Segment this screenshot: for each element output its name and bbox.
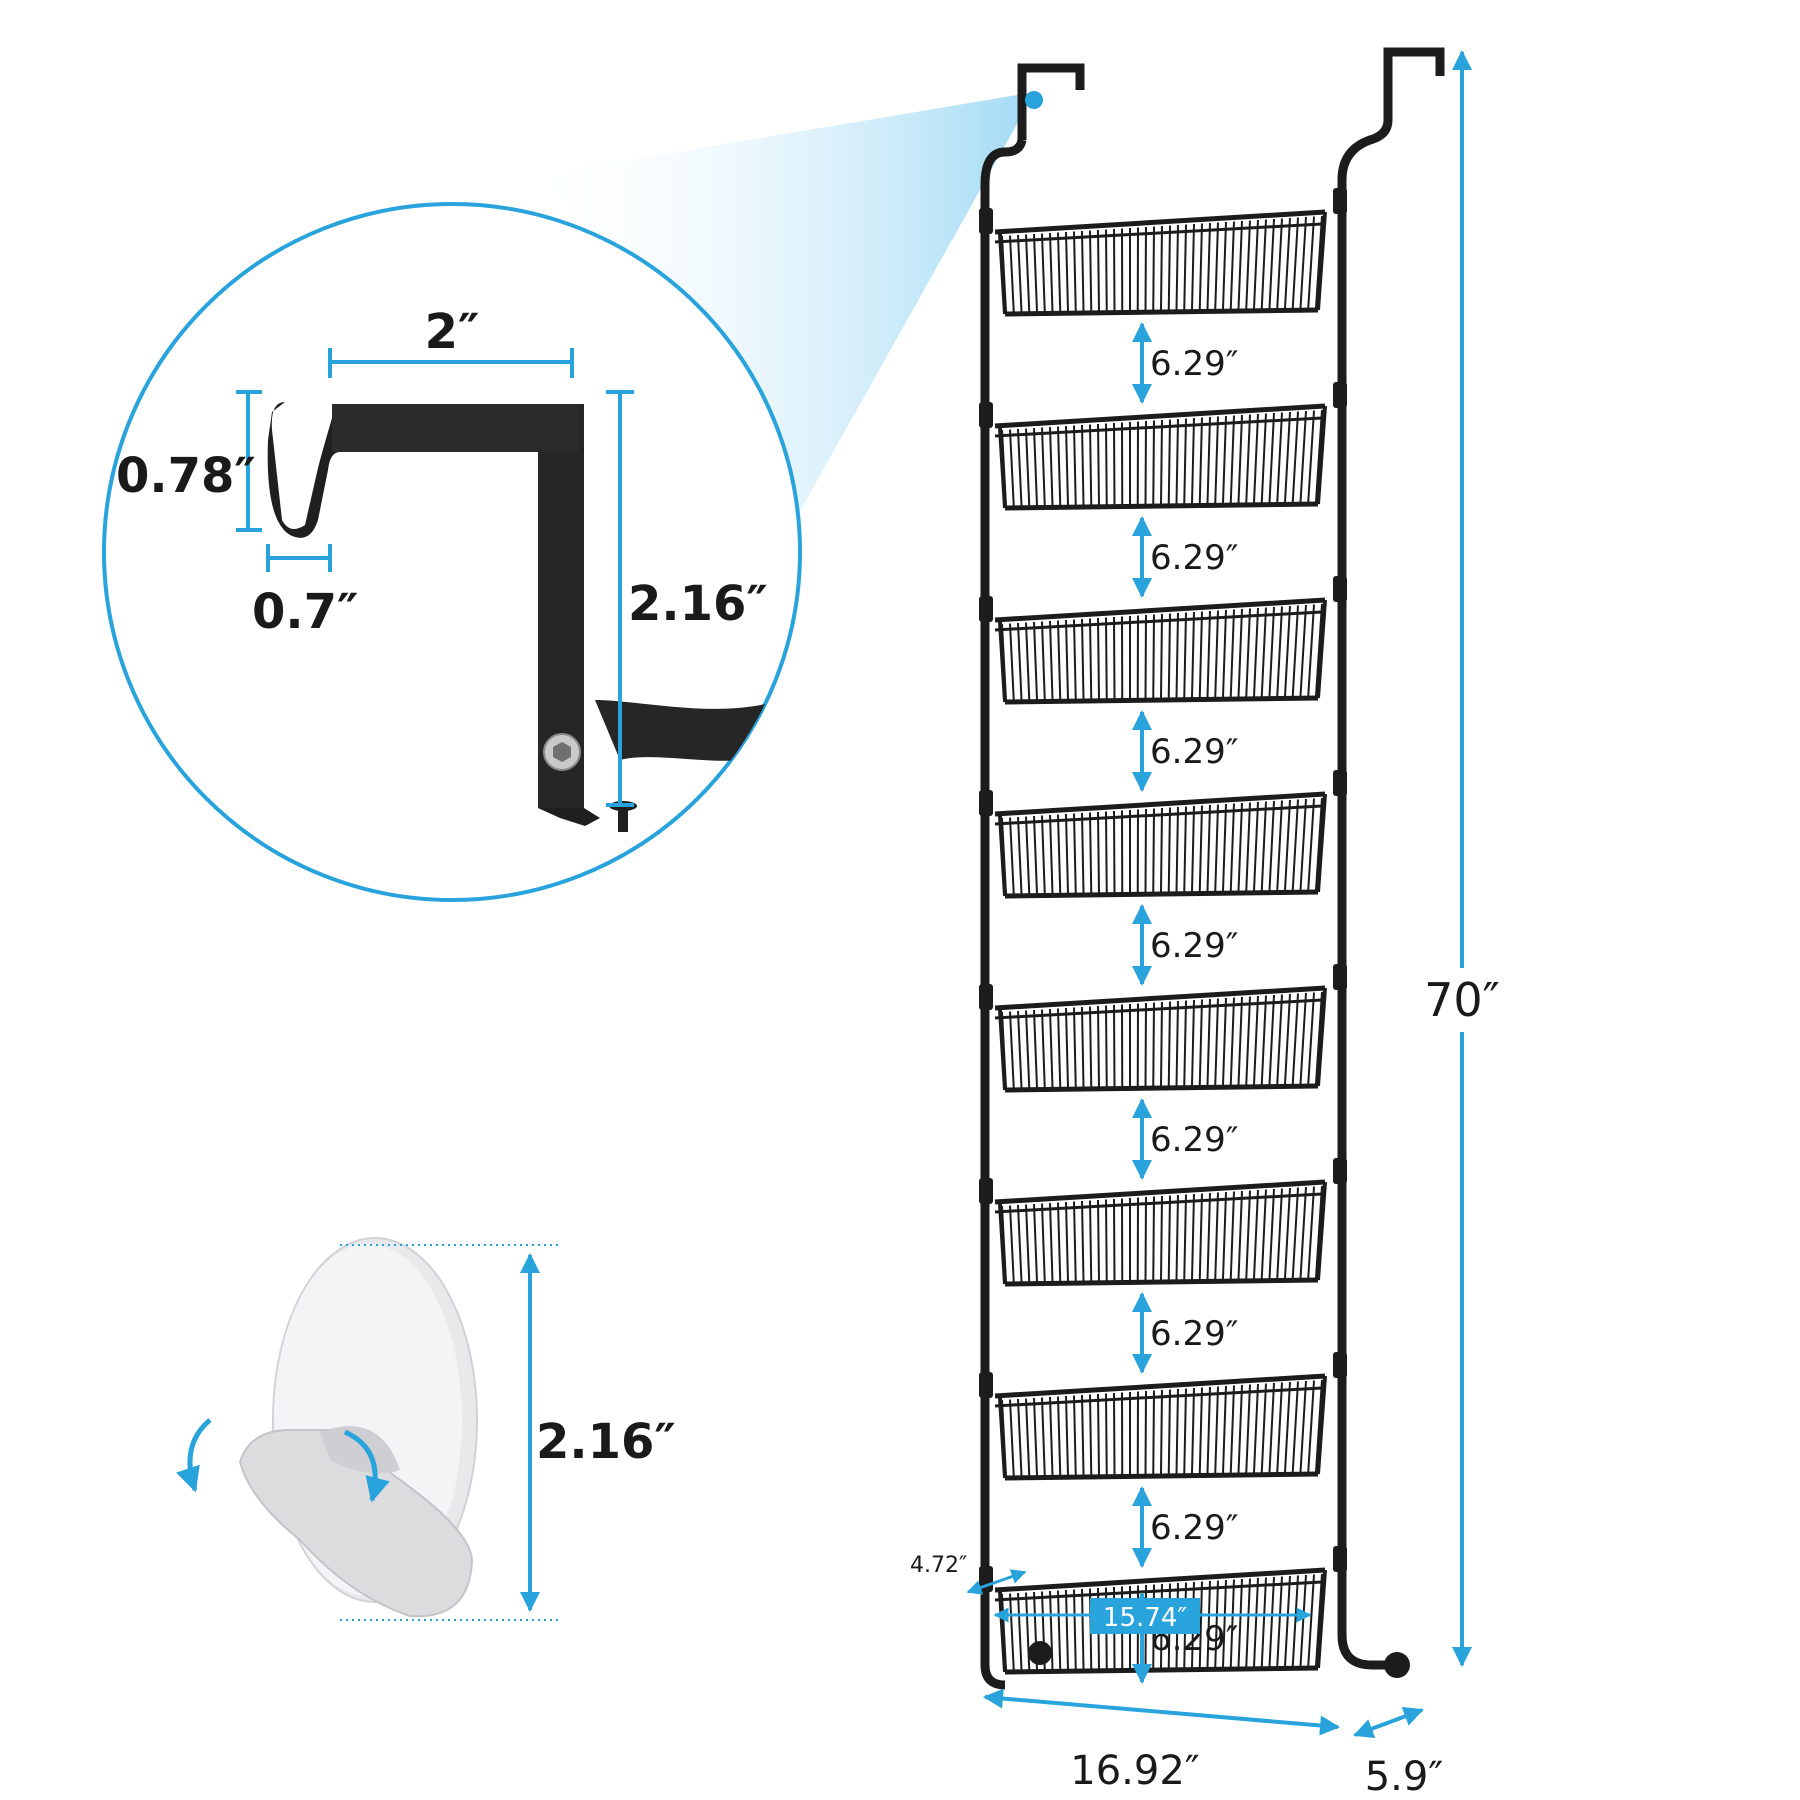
basket-spacing-label: 6.29″	[1150, 1120, 1238, 1160]
hook-drop-label: 2.16″	[628, 576, 768, 632]
rack-depth-label: 5.9″	[1365, 1754, 1444, 1800]
basket-spacing-label: 6.29″	[1150, 926, 1238, 966]
basket-spacing-label: 6.29″	[1150, 344, 1238, 384]
hook-height-label: 0.78″	[116, 448, 256, 504]
basket-spacing-label: 6.29″	[1150, 1508, 1238, 1548]
wire-basket	[979, 188, 1347, 317]
zoom-light-beam	[540, 92, 1035, 520]
wire-basket	[979, 576, 1347, 705]
wire-basket	[979, 382, 1347, 511]
hook-detail-circle: 2″ 0.78″ 0.7″ 2.16″	[102, 202, 802, 902]
rack-height-label: 70″	[1424, 973, 1500, 1027]
wire-basket	[979, 964, 1347, 1093]
basket-spacing-label: 6.29″	[1150, 732, 1238, 772]
hook-width-label: 2″	[425, 304, 480, 360]
door-rack: 6.29″6.29″6.29″6.29″6.29″6.29″6.29″6.29″…	[910, 47, 1512, 1800]
basket-depth-label: 4.72″	[910, 1553, 967, 1578]
hook-depth-label: 0.7″	[252, 584, 358, 640]
rotate-right-icon	[343, 1429, 390, 1503]
basket-spacing-label: 6.29″	[1150, 538, 1238, 578]
right-rail	[1337, 119, 1393, 1670]
left-rail	[980, 138, 1027, 1690]
wire-basket	[979, 1352, 1347, 1481]
rail-segment	[595, 700, 780, 761]
adhesive-hook: 2.16″	[176, 1237, 676, 1621]
hook-detail-drawing	[267, 402, 780, 832]
basket-width-badge	[1090, 1598, 1200, 1634]
wire-basket	[979, 770, 1347, 899]
wire-basket	[979, 1158, 1347, 1287]
basket-width-label: 15.74″	[1103, 1603, 1187, 1633]
basket-spacing-label: 6.29″	[1150, 1314, 1238, 1354]
rotate-left-icon	[176, 1418, 212, 1493]
rack-width-label: 16.92″	[1070, 1748, 1199, 1794]
left-top-hook	[1017, 63, 1085, 140]
hook-highlight-dot	[1025, 91, 1043, 109]
right-top-hook	[1383, 47, 1445, 120]
adhesive-hook-height-label: 2.16″	[536, 1414, 676, 1470]
